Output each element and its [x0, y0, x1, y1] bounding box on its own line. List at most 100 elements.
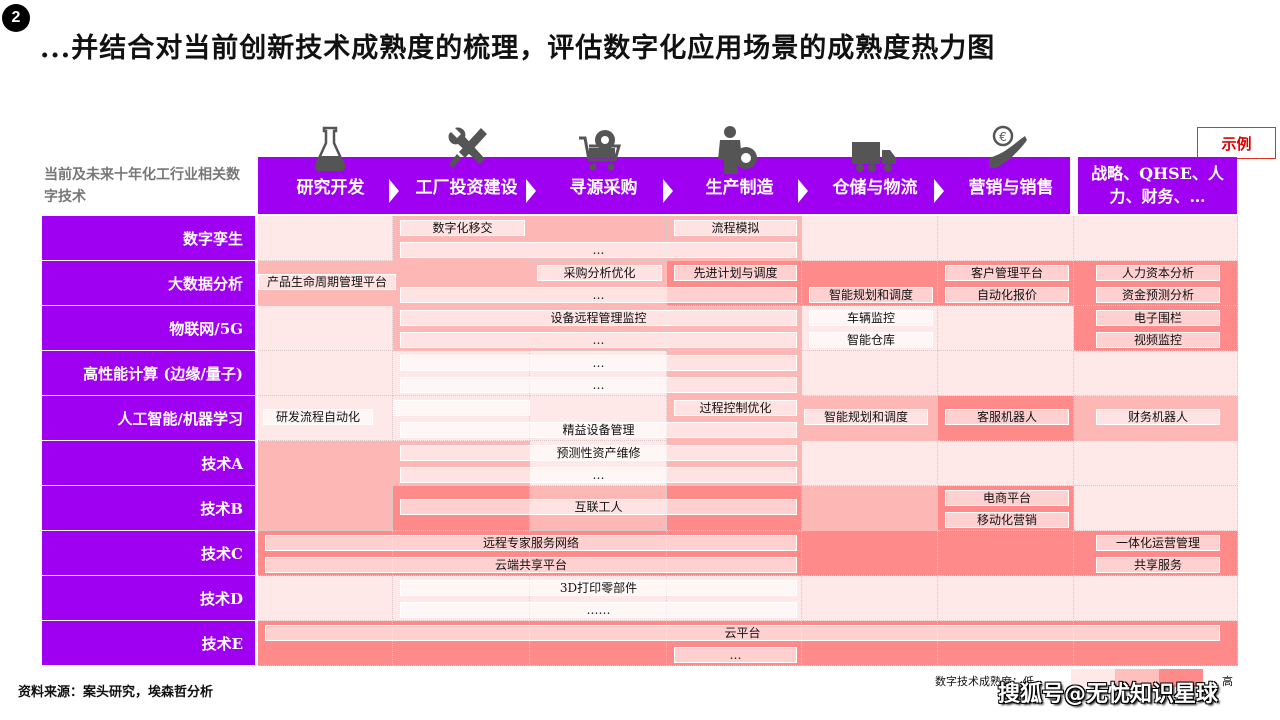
- support-functions-header: 战略、QHSE、人力、财务、…: [1078, 157, 1237, 214]
- technology-row-label: 技术B: [42, 486, 255, 530]
- use-case-box: …: [400, 467, 797, 483]
- heatmap-cell: [258, 441, 393, 486]
- heatmap-cell: [938, 441, 1074, 486]
- section-number-badge: 2: [2, 4, 30, 32]
- chevron-right-icon: [934, 179, 944, 203]
- legend-swatch-mid: [1115, 669, 1159, 687]
- heatmap-cell: [802, 216, 938, 261]
- use-case-box: …: [400, 242, 797, 258]
- use-case-box: [393, 400, 530, 416]
- use-case-box: 电商平台: [945, 490, 1069, 506]
- use-case-box: 流程模拟: [674, 220, 797, 236]
- use-case-box: 设备远程管理监控: [400, 310, 797, 326]
- heatmap-cell: [1074, 441, 1238, 486]
- heatmap-cell: [802, 486, 938, 531]
- use-case-box: 客服机器人: [945, 409, 1069, 425]
- page-title: ...并结合对当前创新技术成熟度的梳理，评估数字化应用场景的成熟度热力图: [40, 33, 996, 64]
- use-case-box: 智能规划和调度: [804, 409, 928, 425]
- heatmap-cell: [802, 441, 938, 486]
- stage-4: 生产制造: [705, 178, 774, 198]
- use-case-box: 人力资本分析: [1096, 265, 1220, 281]
- technology-row-label: 技术A: [42, 441, 255, 485]
- heatmap-cell: [802, 351, 938, 396]
- flask-icon: [314, 126, 346, 172]
- stage-6: 营销与销售: [968, 178, 1054, 198]
- chevron-right-icon: [389, 179, 399, 203]
- use-case-box: 先进计划与调度: [674, 265, 797, 281]
- technology-row-label: 数字孪生: [42, 216, 255, 260]
- svg-text:€: €: [999, 130, 1007, 144]
- heatmap-cell: [802, 531, 938, 576]
- heatmap-cell: [1074, 576, 1238, 621]
- cart-gear-icon: [579, 130, 621, 171]
- legend-swatch-low: [1071, 669, 1115, 687]
- use-case-box: 共享服务: [1096, 557, 1220, 573]
- technology-row-label: 高性能计算 (边缘/量子): [42, 351, 255, 395]
- use-case-box: …: [400, 377, 797, 393]
- heatmap-cell: [1074, 351, 1238, 396]
- heatmap-cell: [1074, 216, 1238, 261]
- use-case-box: 研发流程自动化: [263, 409, 373, 425]
- heatmap-cell: [258, 216, 393, 261]
- use-case-box: 3D打印零部件: [400, 580, 797, 596]
- worker-gear-icon: [718, 126, 757, 174]
- technology-row-label: 技术E: [42, 621, 255, 665]
- use-case-box: 数字化移交: [400, 220, 525, 236]
- chevron-right-icon: [526, 179, 536, 203]
- use-case-box: 资金预测分析: [1096, 287, 1220, 303]
- heatmap-cell: [1074, 486, 1238, 531]
- stage-2: 工厂投资建设: [415, 178, 518, 198]
- use-case-box: 采购分析优化: [537, 265, 662, 281]
- legend-label: 数字技术成熟度：低: [935, 675, 1034, 688]
- use-case-box: …: [674, 647, 797, 663]
- use-case-box: ……: [400, 602, 797, 618]
- heatmap-cell: [938, 531, 1074, 576]
- technology-axis-caption: 当前及未来十年化工行业相关数字技术: [44, 167, 240, 205]
- use-case-box: 智能仓库: [809, 332, 933, 348]
- tools-icon: [448, 127, 487, 168]
- use-case-box: …: [400, 287, 797, 303]
- heatmap-cell: [258, 351, 393, 396]
- use-case-box: 电子围栏: [1096, 310, 1220, 326]
- source-note: 资料来源：案头研究，埃森哲分析: [18, 685, 214, 700]
- use-case-box: …: [400, 332, 797, 348]
- chevron-right-icon: [798, 179, 808, 203]
- technology-row-label: 大数据分析: [42, 261, 255, 305]
- heatmap-cell: [938, 576, 1074, 621]
- technology-row-label: 技术C: [42, 531, 255, 575]
- heatmap-cell: [802, 576, 938, 621]
- technology-row-label: 物联网/5G: [42, 306, 255, 350]
- heatmap-cell: [258, 576, 393, 621]
- use-case-box: …: [400, 355, 797, 371]
- use-case-box: 过程控制优化: [674, 400, 797, 416]
- heatmap-cell: [938, 351, 1074, 396]
- use-case-box: 智能规划和调度: [809, 287, 933, 303]
- legend-example-button[interactable]: 示例: [1197, 127, 1276, 159]
- use-case-box: 云平台: [265, 625, 1220, 641]
- technology-row-label: 技术D: [42, 576, 255, 620]
- hand-coin-icon: €: [989, 125, 1027, 168]
- chevron-right-icon: [663, 179, 673, 203]
- use-case-box: 远程专家服务网络: [265, 535, 797, 551]
- use-case-box: 车辆监控: [809, 310, 933, 326]
- stage-3: 寻源采购: [569, 178, 638, 198]
- use-case-box: 产品生命周期管理平台: [258, 274, 396, 290]
- heatmap-cell: [938, 306, 1074, 351]
- use-case-box: 预测性资产维修: [400, 445, 797, 461]
- heatmap-cell: [258, 306, 393, 351]
- use-case-box: 云端共享平台: [265, 557, 797, 573]
- use-case-box: 互联工人: [400, 499, 797, 515]
- legend-high-label: 高: [1222, 675, 1233, 688]
- stage-5: 仓储与物流: [832, 178, 918, 198]
- technology-row-label: 人工智能/机器学习: [42, 396, 255, 440]
- legend-swatch-high: [1159, 669, 1203, 687]
- stage-1: 研究开发: [296, 178, 365, 198]
- heatmap-cell: [938, 216, 1074, 261]
- use-case-box: 客户管理平台: [945, 265, 1069, 281]
- use-case-box: 自动化报价: [945, 287, 1069, 303]
- truck-icon: [852, 142, 896, 172]
- use-case-box: 一体化运营管理: [1096, 535, 1220, 551]
- use-case-box: 移动化营销: [945, 512, 1069, 528]
- heatmap-cell: [258, 486, 393, 531]
- use-case-box: 视频监控: [1096, 332, 1220, 348]
